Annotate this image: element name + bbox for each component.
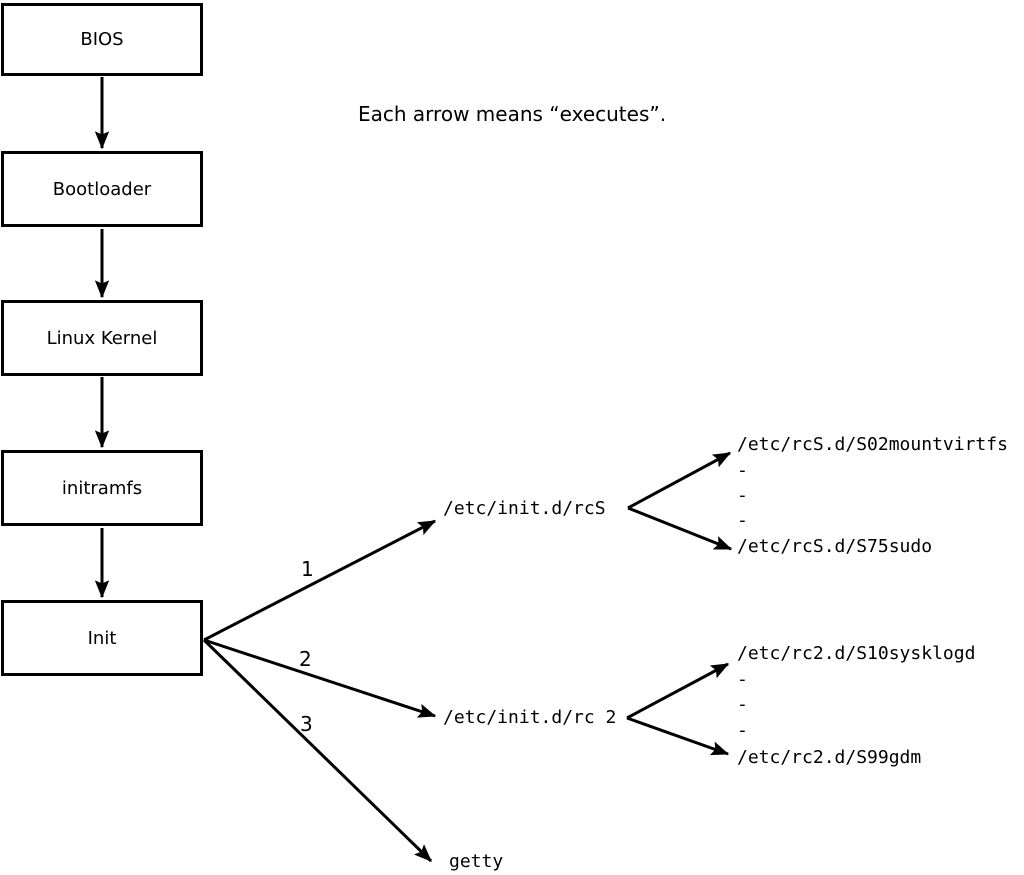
box-initramfs-label: initramfs bbox=[61, 477, 143, 499]
arrow-rcS-to-last-script bbox=[627, 506, 733, 551]
rc2-ellipsis-dash: - bbox=[737, 694, 748, 715]
box-bios-label: BIOS bbox=[80, 29, 124, 50]
path-rc2-last-script: /etc/rc2.d/S99gdm bbox=[737, 747, 922, 768]
box-linux-kernel: Linux Kernel bbox=[1, 300, 203, 376]
box-bootloader: Bootloader bbox=[1, 151, 203, 227]
path-rcS-first-script: /etc/rcS.d/S02mountvirtfs bbox=[737, 434, 1008, 455]
rc2-ellipsis-dash: - bbox=[737, 669, 748, 690]
arrow-init-to-getty bbox=[202, 638, 433, 863]
box-init: Init bbox=[1, 600, 203, 676]
box-bios: BIOS bbox=[1, 3, 203, 76]
path-getty: getty bbox=[449, 851, 504, 872]
rcS-ellipsis-dash: - bbox=[737, 485, 748, 506]
path-init-d-rc2: /etc/init.d/rc 2 bbox=[443, 707, 617, 728]
arrow-init-to-rc2 bbox=[203, 638, 437, 718]
box-init-label: Init bbox=[87, 627, 117, 649]
box-linux-kernel-label: Linux Kernel bbox=[46, 327, 158, 349]
arrow-rcS-to-first-script bbox=[627, 451, 732, 510]
rc2-ellipsis-dash: - bbox=[737, 720, 748, 741]
path-rc2-first-script: /etc/rc2.d/S10sysklogd bbox=[737, 643, 976, 664]
rcS-ellipsis-dash: - bbox=[737, 460, 748, 481]
branch-label-2: 2 bbox=[299, 647, 312, 671]
arrow-rc2-to-first-script bbox=[626, 662, 730, 720]
box-initramfs: initramfs bbox=[1, 450, 203, 526]
path-rcS-last-script: /etc/rcS.d/S75sudo bbox=[737, 536, 933, 557]
legend-note: Each arrow means “executes”. bbox=[358, 102, 667, 126]
branch-label-3: 3 bbox=[300, 712, 313, 736]
box-bootloader-label: Bootloader bbox=[52, 178, 152, 200]
arrow-rc2-to-last-script bbox=[626, 716, 730, 756]
arrow-init-to-rcS bbox=[203, 519, 437, 642]
rcS-ellipsis-dash: - bbox=[737, 510, 748, 531]
branch-label-1: 1 bbox=[301, 557, 314, 581]
path-init-d-rcS: /etc/init.d/rcS bbox=[443, 498, 606, 519]
